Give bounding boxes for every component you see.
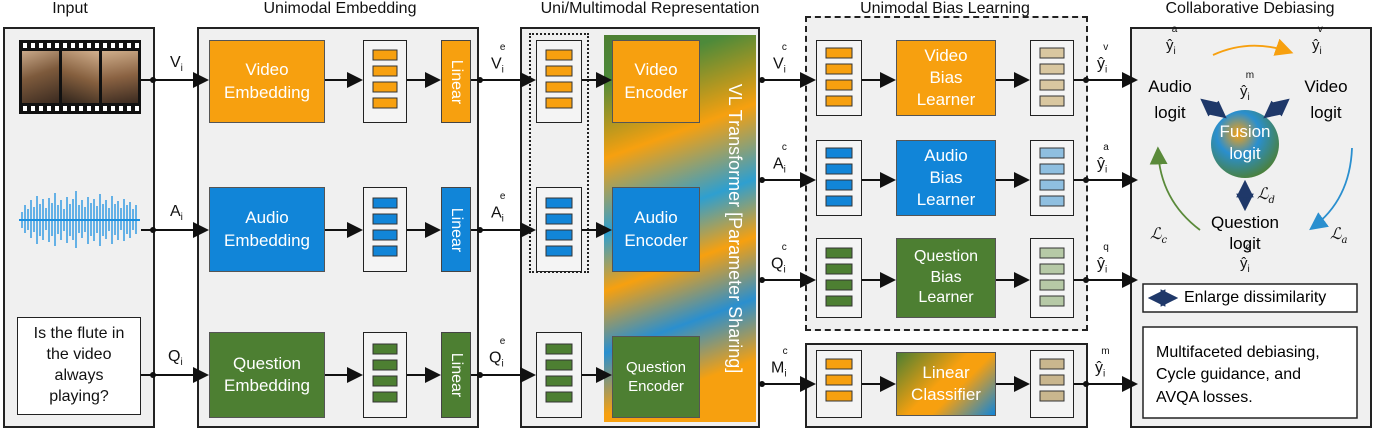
collab-yhat-v: ŷiv: [1312, 24, 1323, 57]
loss-c-label: ℒc: [1150, 224, 1168, 247]
audio-embed-tokens: [363, 187, 407, 272]
collab-yhat-a: ŷia: [1166, 24, 1178, 57]
video-linear-layer: Linear: [441, 40, 471, 123]
question-embedding-block: Question Embedding: [209, 332, 325, 418]
label-q-e: Qie: [489, 336, 506, 370]
legend-text: Enlarge dissimilarity: [1184, 289, 1327, 306]
label-v-i: Vi: [170, 54, 183, 75]
audio-bias-learner: Audio Bias Learner: [896, 140, 996, 216]
fusion-logit-label: Fusion logit: [1219, 122, 1271, 164]
label-a-i: Ai: [170, 203, 183, 224]
collab-yhat-m: ŷim: [1240, 70, 1255, 103]
vl-transformer-label: VL Transformer [Parameter Sharing]: [725, 83, 746, 374]
question-linear-layer: Linear: [441, 332, 471, 418]
video-embedding-block: Video Embedding: [209, 40, 325, 123]
label-q-c: Qic: [771, 242, 787, 276]
question-logit-label: Question logit: [1210, 213, 1280, 254]
audio-encoder-block: Audio Encoder: [612, 187, 700, 272]
label-yhat-v: ŷiv: [1097, 42, 1109, 76]
audio-bias-logit-tokens: [1030, 140, 1074, 216]
question-encoder-block: Question Encoder: [612, 336, 700, 418]
collab-yhat-q: ŷiq: [1240, 242, 1252, 275]
label-a-e: Aie: [491, 191, 506, 225]
label-yhat-a: ŷia: [1097, 142, 1109, 176]
video-logit-label: Video logit: [1304, 77, 1348, 122]
question-bias-logit-tokens: [1030, 238, 1074, 318]
question-text: Is the flute in the video always playing…: [33, 325, 125, 405]
audio-embedding-block: Audio Embedding: [209, 187, 325, 272]
label-m-c: Mic: [771, 346, 788, 380]
question-embed-tokens: [363, 332, 407, 418]
classifier-tokens-in: [816, 350, 862, 418]
label-v-e: Vie: [491, 42, 506, 76]
video-rep-tokens: [536, 40, 582, 123]
audio-bias-tokens-in: [816, 140, 862, 216]
summary-text: Multifaceted debiasing, Cycle guidance, …: [1156, 344, 1320, 406]
label-v-c: Vic: [773, 42, 787, 76]
question-bias-tokens-in: [816, 238, 862, 318]
audio-linear-layer: Linear: [441, 187, 471, 272]
question-text-box: Is the flute in the video always playing…: [17, 317, 141, 415]
title-input: Input: [52, 0, 88, 17]
title-unimodal-embedding: Unimodal Embedding: [263, 0, 417, 17]
video-encoder-block: Video Encoder: [612, 40, 700, 123]
question-rep-tokens: [536, 332, 582, 418]
label-yhat-q: ŷiq: [1097, 242, 1109, 276]
label-yhat-m: ŷim: [1095, 346, 1110, 380]
audio-rep-tokens: [536, 187, 582, 272]
question-bias-learner: Question Bias Learner: [896, 238, 996, 318]
loss-d-label: ℒd: [1257, 184, 1275, 207]
shared-token-group: [529, 33, 589, 273]
video-frames-image: [19, 40, 141, 114]
title-bias-learning: Unimodal Bias Learning: [860, 0, 1030, 17]
video-bias-tokens-in: [816, 40, 862, 116]
title-collab: Collaborative Debiasing: [1165, 0, 1335, 17]
classifier-logit-tokens: [1030, 350, 1074, 418]
video-bias-learner: Video Bias Learner: [896, 40, 996, 116]
label-a-c: Aic: [773, 142, 787, 176]
video-embed-tokens: [363, 40, 407, 123]
audio-logit-label: Audio logit: [1148, 77, 1192, 122]
video-bias-logit-tokens: [1030, 40, 1074, 116]
loss-a-label: ℒa: [1330, 224, 1348, 247]
label-q-i: Qi: [168, 348, 183, 369]
title-representation: Uni/Multimodal Representation: [540, 0, 760, 17]
linear-classifier-block: Linear Classifier: [896, 352, 996, 416]
